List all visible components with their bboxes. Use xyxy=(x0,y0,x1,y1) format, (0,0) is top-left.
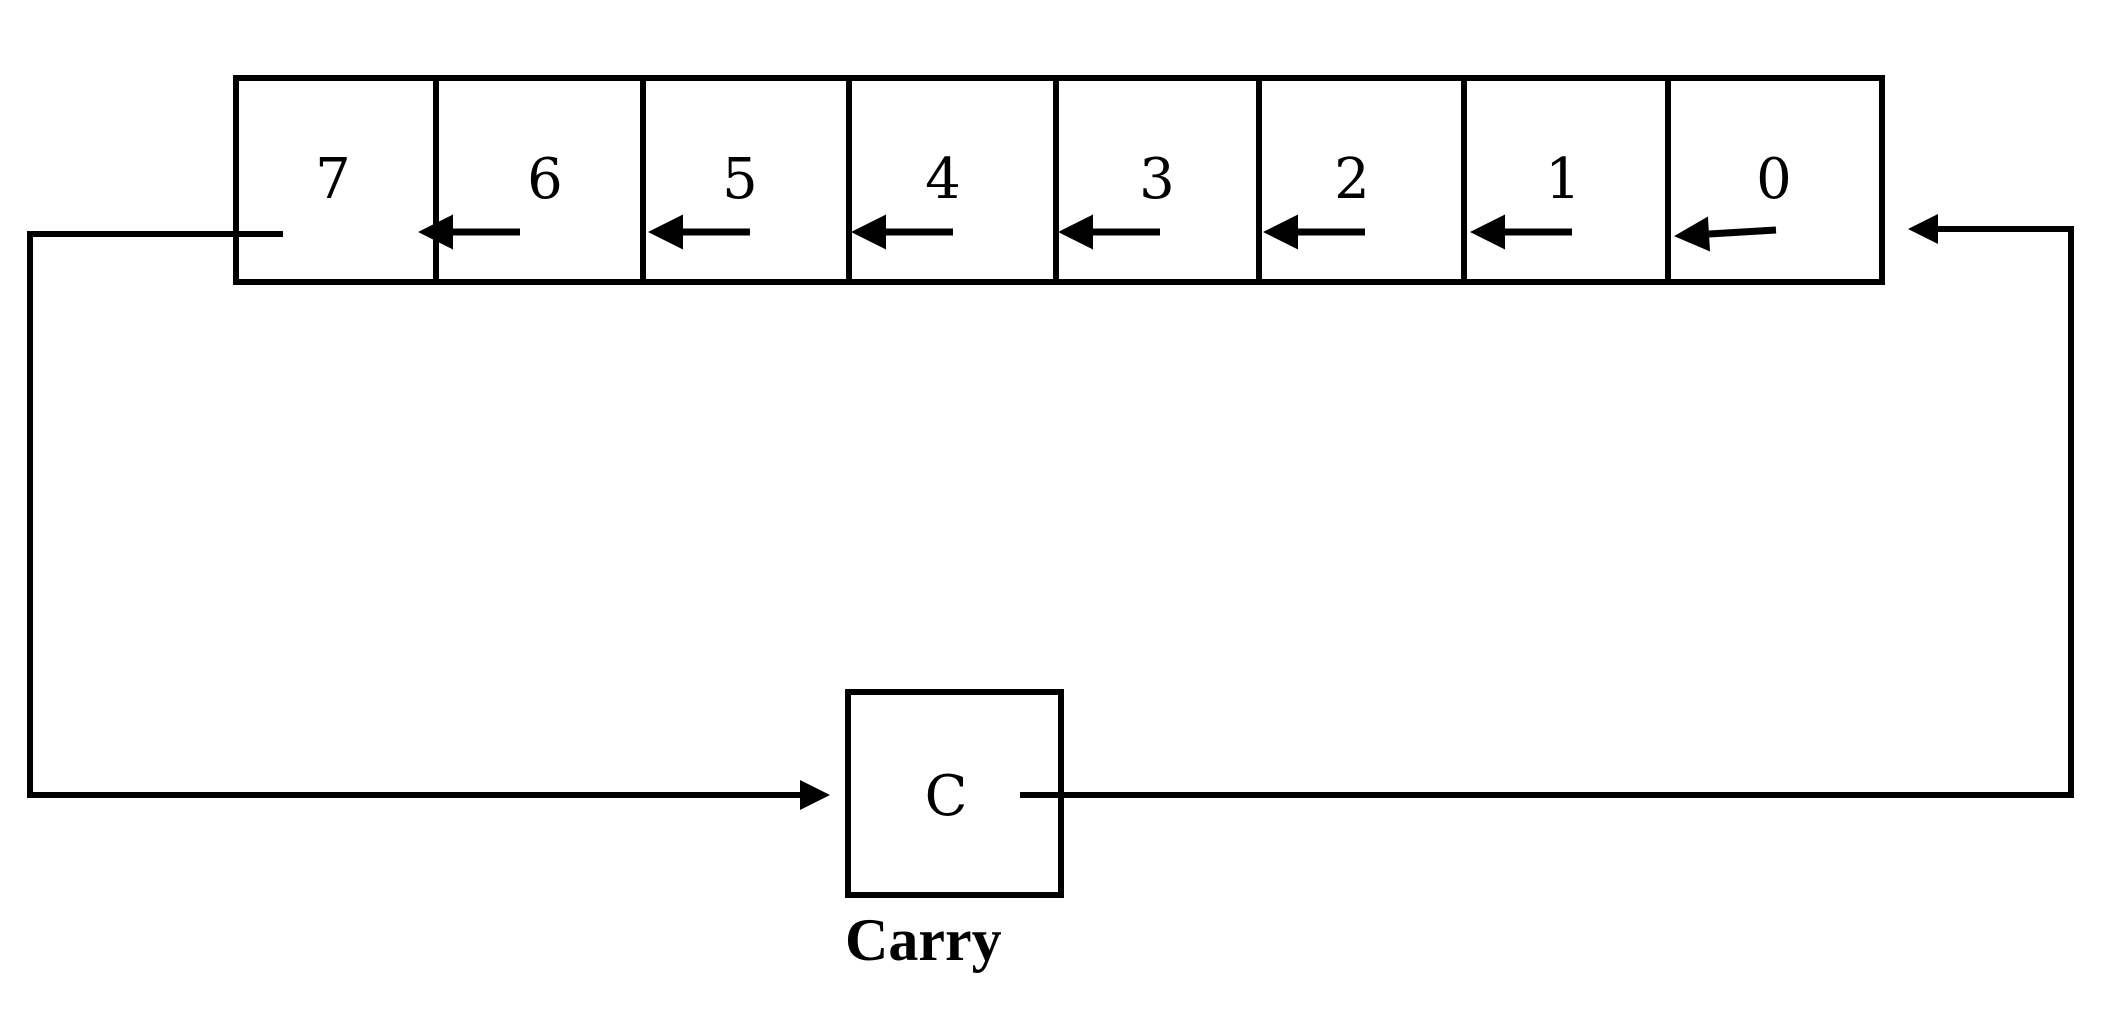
bit-label-7: 7 xyxy=(315,147,351,212)
carry-label: Carry xyxy=(845,907,1002,973)
bit-label-3: 3 xyxy=(1139,147,1175,212)
bit-label-0: 0 xyxy=(1756,147,1792,212)
register-dividers xyxy=(433,78,1671,282)
bit-label-4: 4 xyxy=(925,147,961,212)
bit-label-6: 6 xyxy=(527,147,563,212)
carry-symbol: C xyxy=(925,764,968,829)
carry-to-bit0-path xyxy=(1020,214,2074,798)
bit-label-5: 5 xyxy=(722,147,758,212)
bit-labels: 7 6 5 4 3 2 1 0 xyxy=(315,147,1792,212)
shift-arrow-0-to-1 xyxy=(1674,216,1777,252)
bit7-to-carry-path xyxy=(27,231,830,810)
bit-label-2: 2 xyxy=(1334,147,1370,212)
shift-arrows xyxy=(418,214,1777,252)
bit-label-1: 1 xyxy=(1545,147,1581,212)
